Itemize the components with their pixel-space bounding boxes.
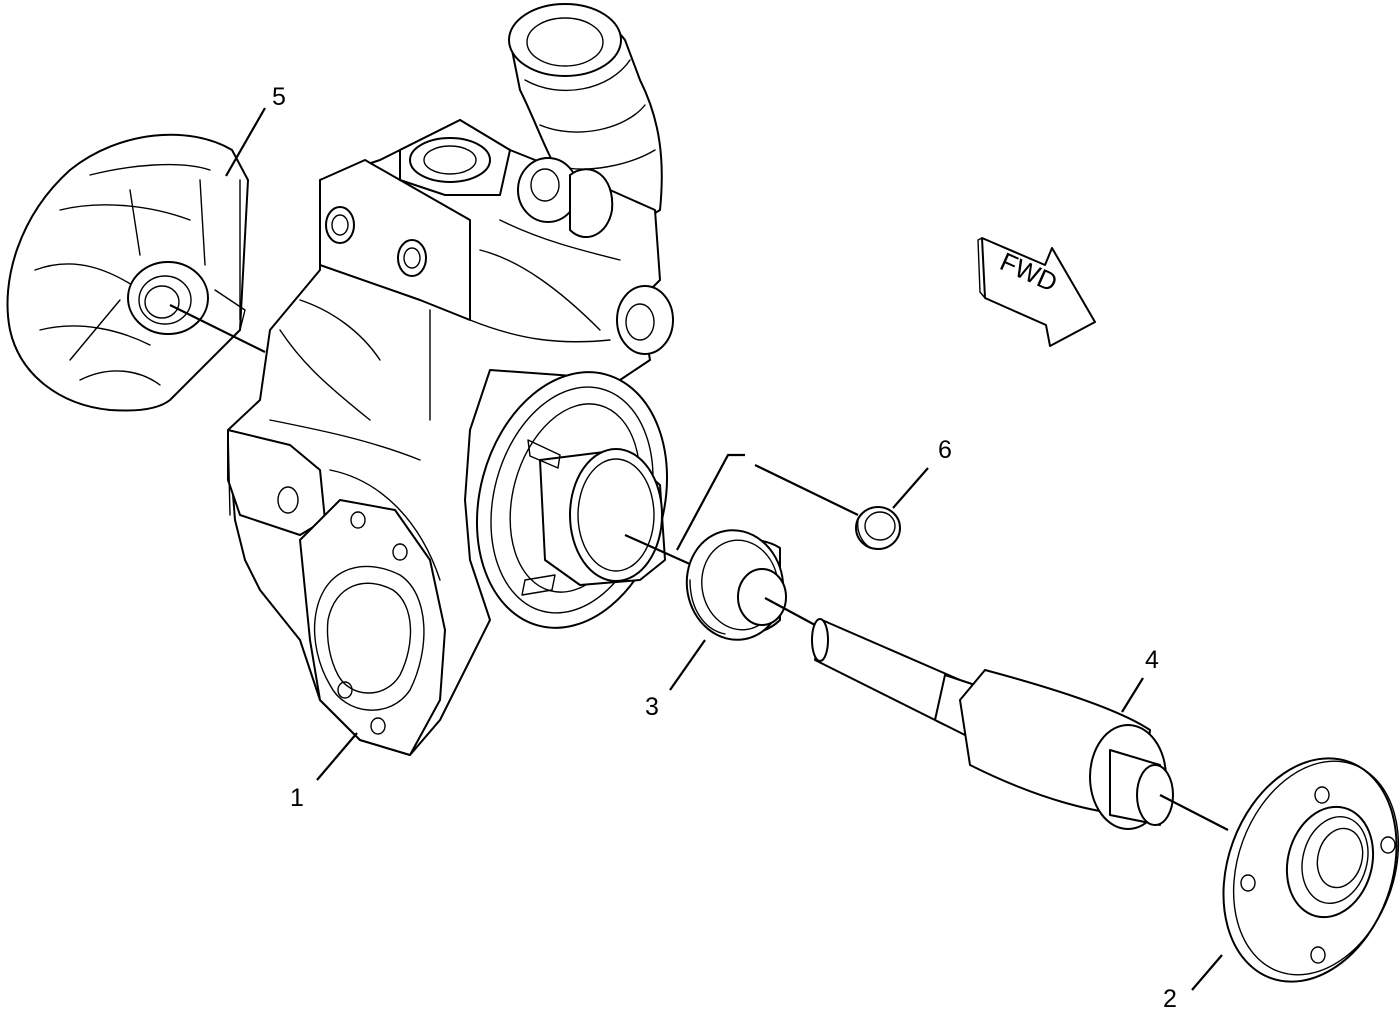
callout-4-label: 4 <box>1145 646 1159 674</box>
callout-1: 1 <box>290 732 358 812</box>
callout-6-label: 6 <box>938 436 952 464</box>
impeller-part[interactable] <box>6 133 249 412</box>
callout-5-label: 5 <box>272 83 286 111</box>
pump-housing-part[interactable] <box>227 3 695 756</box>
seal-part[interactable] <box>678 523 792 648</box>
callout-2: 2 <box>1163 954 1223 1013</box>
callout-4: 4 <box>1121 646 1159 713</box>
forward-direction-arrow: FWD <box>977 237 1096 347</box>
callout-2-label: 2 <box>1163 985 1177 1013</box>
callout-3: 3 <box>645 639 706 721</box>
shaft-bearing-part[interactable] <box>811 618 1174 830</box>
callout-3-label: 3 <box>645 693 659 721</box>
callout-5: 5 <box>225 83 286 177</box>
callout-6: 6 <box>892 436 952 509</box>
pulley-hub-part[interactable] <box>1194 734 1400 1006</box>
callout-1-label: 1 <box>290 784 304 812</box>
seal-ring-part[interactable] <box>855 506 901 550</box>
